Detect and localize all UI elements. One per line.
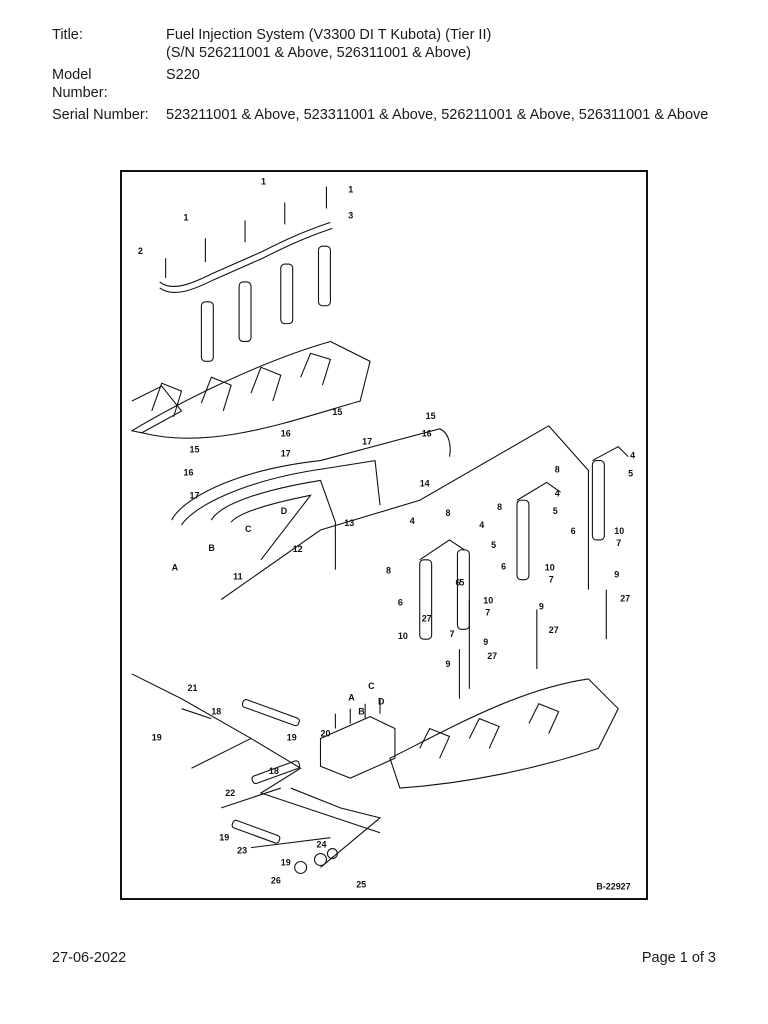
callout-a: A: [172, 563, 179, 573]
callout-16: 16: [184, 467, 194, 477]
model-value: S220: [166, 67, 200, 83]
model-label: Model Number:: [52, 66, 166, 102]
callout-19: 19: [219, 833, 229, 843]
callout-1: 1: [348, 185, 353, 195]
callout-1: 1: [261, 177, 266, 187]
callout-17: 17: [362, 437, 372, 447]
callout-4: 4: [479, 520, 484, 530]
footer-date: 27-06-2022: [52, 950, 127, 966]
callout-12: 12: [293, 544, 303, 554]
callout-7: 7: [549, 575, 554, 585]
figure-id: B-22927: [596, 881, 630, 891]
callout-1: 1: [184, 212, 189, 222]
model-row: Model Number: S220: [52, 66, 732, 102]
exploded-view-drawing: 1 1 1 2 3 15 15 15 16 16 16 17 17 17 14 …: [130, 177, 635, 891]
title-label: Title:: [52, 27, 83, 43]
callout-labels: 1 1 1 2 3 15 15 15 16 16 16 17 17 17 14 …: [138, 177, 635, 890]
callout-c: C: [368, 681, 375, 691]
callout-20: 20: [320, 728, 330, 738]
callout-14: 14: [420, 478, 430, 488]
callout-d: D: [281, 506, 288, 516]
callout-25: 25: [356, 879, 366, 889]
callout-19: 19: [152, 732, 162, 742]
callout-4: 4: [555, 488, 560, 498]
serial-label: Serial Number:: [52, 107, 149, 123]
callout-17: 17: [281, 449, 291, 459]
callout-4: 4: [410, 516, 415, 526]
callout-9: 9: [446, 659, 451, 669]
callout-23: 23: [237, 846, 247, 856]
callout-b: B: [208, 543, 215, 553]
callout-9: 9: [539, 601, 544, 611]
model-label-line-2: Number:: [52, 85, 108, 101]
callout-16: 16: [281, 429, 291, 439]
callout-10: 10: [483, 595, 493, 605]
callout-21: 21: [188, 683, 198, 693]
callout-6: 6: [501, 562, 506, 572]
callout-17: 17: [189, 490, 199, 500]
title-line-1: Fuel Injection System (V3300 DI T Kubota…: [166, 27, 492, 43]
callout-5: 5: [553, 506, 558, 516]
serial-value-text: 523211001 & Above, 523311001 & Above, 52…: [166, 107, 709, 123]
callout-11: 11: [233, 572, 242, 582]
callout-5: 5: [491, 540, 496, 550]
callout-9: 9: [483, 637, 488, 647]
document-header: Title: Fuel Injection System (V3300 DI T…: [52, 26, 732, 128]
callout-26: 26: [271, 875, 281, 885]
callout-5: 5: [628, 468, 633, 478]
callout-19: 19: [287, 732, 297, 742]
callout-8: 8: [386, 566, 391, 576]
callout-15: 15: [189, 445, 199, 455]
callout-15: 15: [332, 407, 342, 417]
callout-5: 5: [459, 578, 464, 588]
callout-b: B: [358, 707, 365, 717]
callout-16: 16: [422, 429, 432, 439]
callout-15: 15: [426, 411, 436, 421]
parts-diagram: 1 1 1 2 3 15 15 15 16 16 16 17 17 17 14 …: [120, 170, 648, 900]
callout-4: 4: [630, 451, 635, 461]
callout-6: 6: [571, 526, 576, 536]
callout-10: 10: [398, 631, 408, 641]
callout-7: 7: [450, 629, 455, 639]
callout-13: 13: [344, 518, 354, 528]
title-value: Fuel Injection System (V3300 DI T Kubota…: [166, 26, 732, 62]
callout-3: 3: [348, 210, 353, 220]
callout-8: 8: [555, 464, 560, 474]
callout-7: 7: [616, 538, 621, 548]
callout-10: 10: [545, 563, 555, 573]
callout-8: 8: [497, 502, 502, 512]
callout-a: A: [348, 693, 355, 703]
callout-27: 27: [549, 625, 559, 635]
callout-6: 6: [455, 578, 460, 588]
callout-27: 27: [620, 593, 630, 603]
serial-value: 523211001 & Above, 523311001 & Above, 52…: [166, 106, 732, 124]
callout-19: 19: [281, 857, 291, 867]
callout-22: 22: [225, 788, 235, 798]
title-row: Title: Fuel Injection System (V3300 DI T…: [52, 26, 732, 62]
model-label-line-1: Model: [52, 67, 92, 83]
serial-row: Serial Number: 523211001 & Above, 523311…: [52, 106, 732, 124]
callout-6: 6: [398, 597, 403, 607]
callout-2: 2: [138, 246, 143, 256]
callout-9: 9: [614, 570, 619, 580]
callout-10: 10: [614, 526, 624, 536]
callout-d: D: [378, 697, 385, 707]
callout-24: 24: [317, 840, 327, 850]
callout-18: 18: [211, 707, 221, 717]
callout-8: 8: [446, 508, 451, 518]
callout-27: 27: [487, 651, 497, 661]
callout-7: 7: [485, 607, 490, 617]
footer-page-number: Page 1 of 3: [641, 950, 716, 966]
title-line-2: (S/N 526211001 & Above, 526311001 & Abov…: [166, 45, 472, 61]
callout-18: 18: [269, 766, 279, 776]
callout-27: 27: [422, 613, 432, 623]
callout-c: C: [245, 524, 252, 534]
